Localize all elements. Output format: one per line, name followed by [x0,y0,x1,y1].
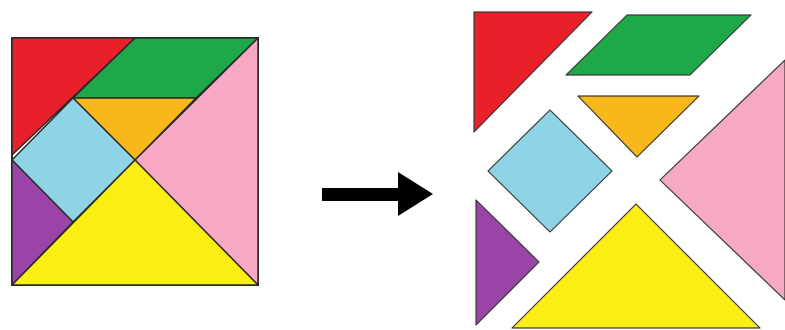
separated-light-blue-square [488,110,612,232]
assembled-square [12,38,258,285]
arrow-head [398,172,433,216]
separated-pieces [474,12,785,328]
separated-purple-triangle [476,200,539,325]
separated-green-parallelogram [566,15,751,75]
right-arrow-icon [322,172,433,216]
separated-orange-triangle [578,96,699,157]
arrow-shaft [322,188,404,201]
